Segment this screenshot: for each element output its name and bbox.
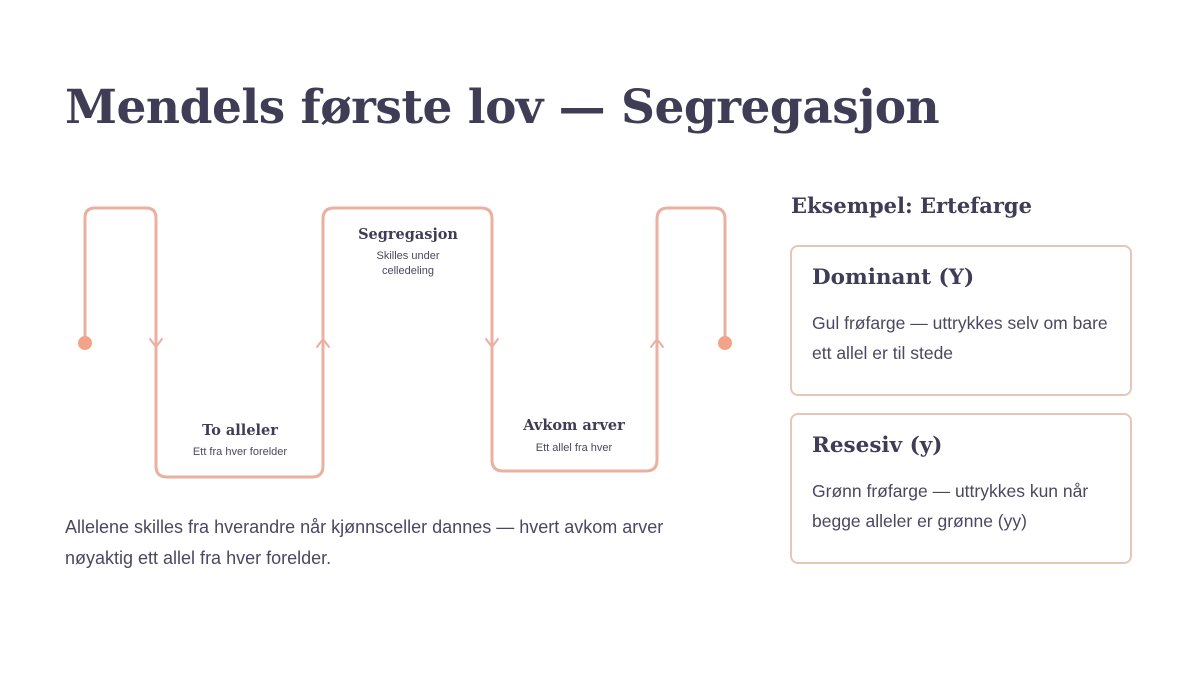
flow-arrow-up-1 <box>316 338 330 348</box>
step-segregasjon-subtitle-line2: celledeling <box>382 265 434 277</box>
example-heading: Eksempel: Ertefarge <box>791 193 1032 218</box>
flow-line <box>83 206 727 479</box>
step-to-alleler-title: To alleler <box>202 422 278 439</box>
flow-start-dot <box>78 336 92 350</box>
flow-arrow-up-2 <box>650 338 664 348</box>
recessive-card-text: Grønn frøfarge — uttrykkes kun når begge… <box>812 481 1089 531</box>
diagram-caption: Allelene skilles fra hverandre når kjønn… <box>65 517 664 568</box>
dominant-card: Dominant (Y) Gul frøfarge — uttrykkes se… <box>790 245 1132 396</box>
page-title: Mendels første lov — Segregasjon <box>65 80 940 135</box>
dominant-card-title: Dominant (Y) <box>812 265 975 290</box>
step-segregasjon-title: Segregasjon <box>358 226 458 243</box>
recessive-card: Resesiv (y) Grønn frøfarge — uttrykkes k… <box>790 413 1132 564</box>
recessive-card-title: Resesiv (y) <box>812 433 943 458</box>
step-avkom-arver-title: Avkom arver <box>522 417 625 434</box>
flow-arrow-down-2 <box>485 338 499 348</box>
step-to-alleler-subtitle: Ett fra hver forelder <box>193 446 287 458</box>
flow-end-dot <box>718 336 732 350</box>
step-segregasjon-subtitle-line1: Skilles under <box>377 250 440 262</box>
step-avkom-arver-subtitle: Ett allel fra hver <box>536 442 613 454</box>
segregation-flow-diagram: To alleler Ett fra hver forelder Segrega… <box>78 206 732 479</box>
dominant-card-text: Gul frøfarge — uttrykkes selv om bare et… <box>812 313 1108 363</box>
flow-arrow-down-1 <box>149 338 163 348</box>
